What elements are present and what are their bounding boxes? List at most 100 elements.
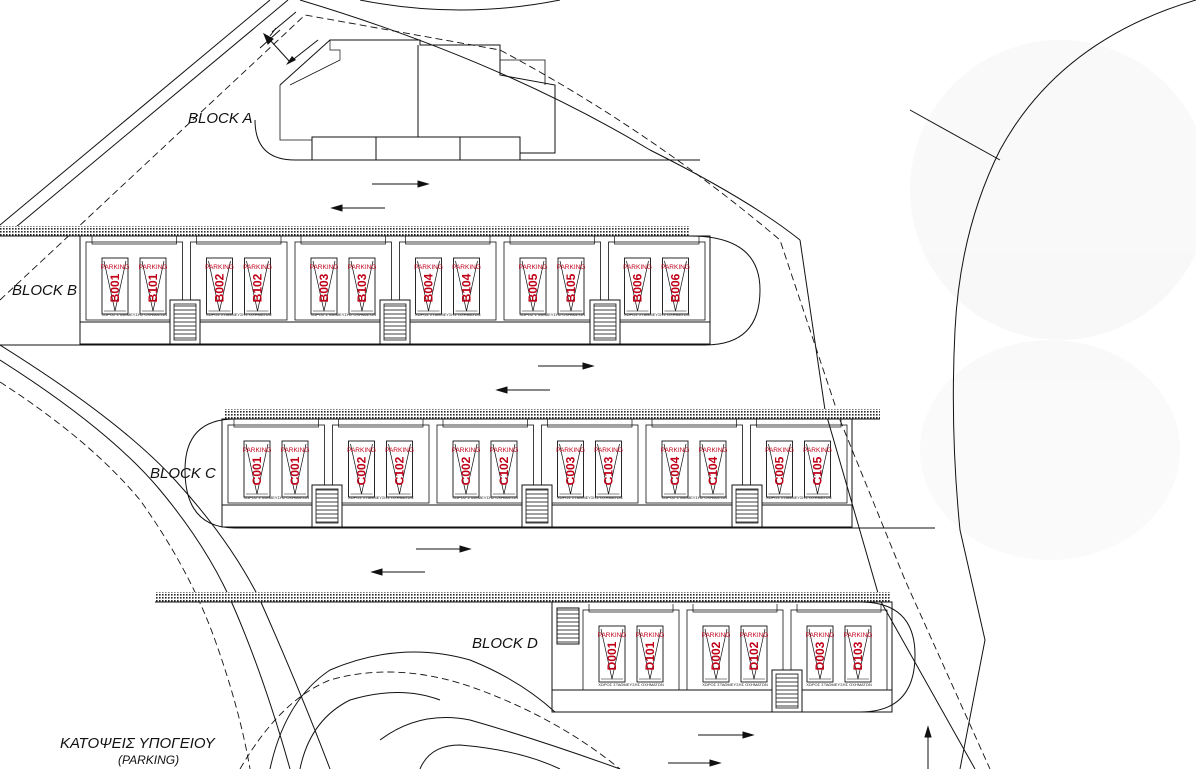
parking-label: PARKING [803, 447, 832, 454]
parking-label: PARKING [348, 264, 377, 271]
block-d-label: BLOCK D [472, 635, 538, 652]
storage-note: ΧΩΡΟΣ ΣΤΑΘΜΕΥΣΗΣ ΟΧΗΜΑΤΩΝ [310, 312, 376, 317]
space-code: B104 [460, 273, 474, 302]
stairwell [311, 484, 343, 528]
space-code: B006 [631, 273, 645, 302]
storage-note: ΧΩΡΟΣ ΣΤΑΘΜΕΥΣΗΣ ΟΧΗΜΑΤΩΝ [243, 495, 309, 500]
parking-space: PARKING C005 [765, 440, 794, 498]
block-a [254, 39, 700, 161]
space-code: D101 [643, 641, 657, 670]
space-code: B005 [526, 273, 540, 302]
parking-label: PARKING [661, 447, 690, 454]
parking-space: PARKING B102 [243, 257, 272, 315]
space-code: D003 [813, 641, 827, 670]
parking-label: PARKING [636, 632, 665, 639]
parking-label: PARKING [765, 447, 794, 454]
stairwell [521, 484, 553, 528]
storage-note: ΧΩΡΟΣ ΣΤΑΘΜΕΥΣΗΣ ΟΧΗΜΑΤΩΝ [519, 312, 585, 317]
space-code: B101 [146, 273, 160, 302]
parking-label: PARKING [101, 264, 130, 271]
parking-space: PARKING B005 [519, 257, 548, 315]
arrow-right [668, 759, 722, 767]
space-code: D002 [709, 641, 723, 670]
space-code: D001 [605, 641, 619, 670]
space-code: C002 [355, 456, 369, 485]
space-code: B001 [108, 273, 122, 302]
space-code: C002 [459, 456, 473, 485]
parking-label: PARKING [490, 447, 519, 454]
parking-space: PARKING B103 [348, 257, 377, 315]
parking-label: PARKING [519, 264, 548, 271]
parking-label: PARKING [243, 264, 272, 271]
arrow-diagonal [259, 29, 281, 49]
space-code: B004 [422, 273, 436, 302]
space-code: C102 [497, 456, 511, 485]
parking-label: PARKING [702, 632, 731, 639]
space-code: C005 [773, 456, 787, 485]
storage-note: ΧΩΡΟΣ ΣΤΑΘΜΕΥΣΗΣ ΟΧΗΜΑΤΩΝ [702, 682, 768, 687]
space-code: B103 [355, 273, 369, 302]
stairwell [731, 484, 763, 528]
parking-label: PARKING [385, 447, 414, 454]
parking-label: PARKING [556, 447, 585, 454]
parking-label: PARKING [699, 447, 728, 454]
space-code: C103 [602, 456, 616, 485]
stairwell [379, 299, 411, 345]
stairwell [589, 299, 621, 345]
plan-title: ΚΑΤΟΨΕΙΣ ΥΠΟΓΕΙΟΥ [60, 735, 216, 752]
space-code: D102 [747, 641, 761, 670]
parking-label: PARKING [414, 264, 443, 271]
storage-note: ΧΩΡΟΣ ΣΤΑΘΜΕΥΣΗΣ ΟΧΗΜΑΤΩΝ [206, 312, 272, 317]
arrow-left [370, 568, 425, 576]
dashed-boundary [0, 14, 991, 769]
parking-label: PARKING [557, 264, 586, 271]
parking-space: PARKING B101 [139, 257, 168, 315]
space-code: B102 [251, 273, 265, 302]
arrow-up [924, 725, 932, 769]
arrow-right [372, 180, 430, 188]
arrow-right [698, 731, 755, 739]
block-c-label: BLOCK C [150, 465, 216, 482]
parking-label: PARKING [139, 264, 168, 271]
lower-ramp [269, 651, 621, 769]
storage-note: ΧΩΡΟΣ ΣΤΑΘΜΕΥΣΗΣ ΟΧΗΜΑΤΩΝ [452, 495, 518, 500]
block-b-label: BLOCK B [12, 282, 77, 299]
arrow-right [538, 362, 595, 370]
parking-label: PARKING [281, 447, 310, 454]
space-code: C001 [250, 456, 264, 485]
space-code: D103 [851, 641, 865, 670]
parking-space: PARKING C102 [490, 440, 519, 498]
arrow-left [330, 204, 385, 212]
